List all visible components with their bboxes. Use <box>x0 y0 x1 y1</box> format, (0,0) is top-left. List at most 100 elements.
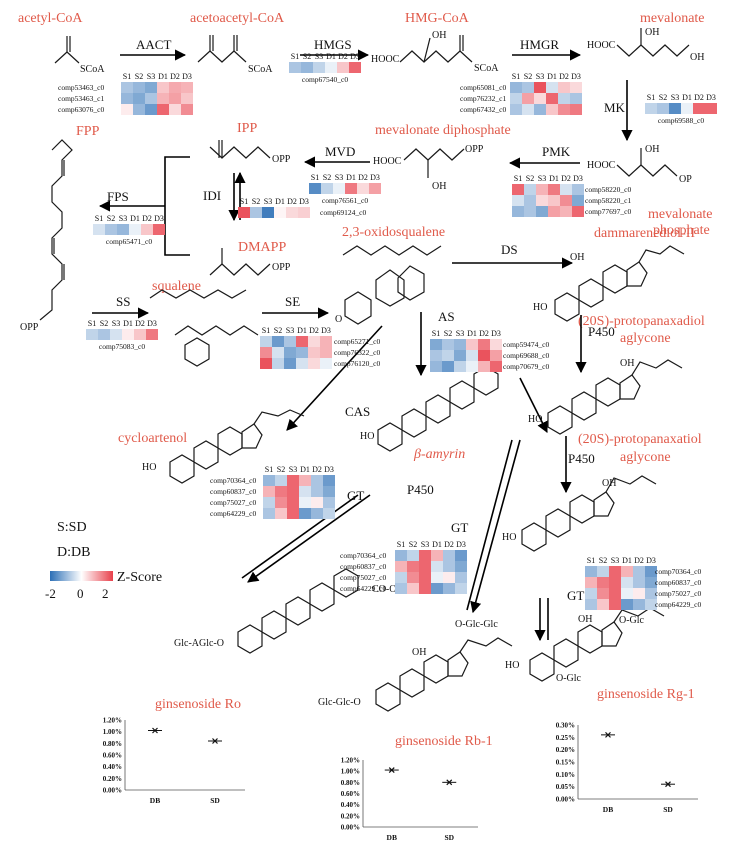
chart-y-tick: 1.20% <box>103 717 122 725</box>
heatmap-cell <box>284 347 296 358</box>
heatmap-sample-label: S3 <box>264 197 272 206</box>
heatmap-sample-label: D3 <box>182 72 192 81</box>
mol-ppt <box>521 475 657 552</box>
label-ppt-1: (20S)-protopanaxatiol <box>578 432 702 447</box>
heatmap-sample-label: D1 <box>130 214 140 223</box>
heatmap-sample-label: D1 <box>297 326 307 335</box>
heatmap-cell <box>430 361 442 372</box>
heatmap-sample-label: D2 <box>358 173 368 182</box>
mol-cycloartenol <box>169 409 305 484</box>
heatmap-sample-label: S1 <box>262 326 270 335</box>
mol-hmg-coa <box>399 50 473 63</box>
chart-y-tick: 0.80% <box>341 779 360 787</box>
heatmap-cell <box>609 588 621 599</box>
atom-ho-3: HO <box>502 532 516 543</box>
arrow-cas <box>286 325 383 431</box>
enzyme-p450-b: P450 <box>568 451 595 466</box>
mol-mevalonate <box>616 44 690 57</box>
heatmap-sample-label: D3 <box>646 556 656 565</box>
atom-oh-8: OH <box>602 478 616 489</box>
label-mevalonate-diphosphate: mevalonate diphosphate <box>375 123 511 138</box>
heatmap-sample-label: S1 <box>647 93 655 102</box>
heatmap-gene-label: comp67432_c0 <box>460 105 506 114</box>
heatmap-cell <box>548 195 560 206</box>
heatmap-sample-label: S2 <box>659 93 667 102</box>
heatmap-cell <box>272 336 284 347</box>
mol-acetoacetyl-coa <box>197 50 247 63</box>
arrow-gt-rb1 <box>470 439 521 614</box>
heatmap-cell <box>141 224 153 235</box>
heatmap-cell <box>512 195 524 206</box>
heatmap-sample-label: D3 <box>573 174 583 183</box>
heatmap-cell <box>260 336 272 347</box>
heatmap-sample-label: D2 <box>135 319 145 328</box>
mol-mevalonate-diphosphate <box>403 148 465 161</box>
heatmap-gene-label: comp65081_c0 <box>460 83 506 92</box>
label-acetyl-coa: acetyl-CoA <box>18 11 83 26</box>
label-mevalonate-phosphate-1: mevalonate <box>648 207 713 222</box>
heatmap-cell <box>105 224 117 235</box>
heatmap-cell <box>681 103 693 114</box>
heatmap-gene-label: comp75027_c0 <box>340 573 386 582</box>
heatmap-cell <box>645 577 657 588</box>
heatmap-sample-label: D2 <box>444 540 454 549</box>
heatmap-sample-label: S2 <box>526 174 534 183</box>
heatmap-cell <box>466 339 478 350</box>
label-ginsenoside-rb1: ginsenoside Rb-1 <box>395 734 493 749</box>
heatmap-cell <box>299 497 311 508</box>
heatmap-cell <box>536 184 548 195</box>
atom-opp-1: OPP <box>465 144 484 155</box>
heatmap-cell <box>181 82 193 93</box>
label-mevalonate-phosphate-2: phosphate <box>653 223 710 238</box>
heatmap-cell <box>157 82 169 93</box>
heatmap-gene-label: comp69588_c0 <box>658 116 704 125</box>
heatmap-cell <box>134 329 146 340</box>
heatmap-sample-label: D3 <box>350 52 360 61</box>
heatmap-sample-label: D1 <box>682 93 692 102</box>
label-ginsenoside-ro: ginsenoside Ro <box>155 697 241 712</box>
heatmap-gene-label: comp59474_c0 <box>503 340 549 349</box>
heatmap-sample-label: S1 <box>240 197 248 206</box>
heatmap-cell <box>442 350 454 361</box>
heatmap-sample-label: S1 <box>88 319 96 328</box>
atom-opp-3: OPP <box>272 262 291 273</box>
atom-labels: SCoA SCoA SCoA HOOC OH HOOC OH OH HOOC O… <box>20 27 704 708</box>
heatmap-cell <box>442 361 454 372</box>
heatmap-cell <box>357 183 369 194</box>
heatmap-cell <box>93 224 105 235</box>
mol-acetyl-coa <box>54 51 80 64</box>
heatmap-gene-label: comp77697_c0 <box>585 207 631 216</box>
heatmap-sample-label: S2 <box>524 72 532 81</box>
chart-y-tick: 0.80% <box>103 740 122 748</box>
label-acetoacetyl-coa: acetoacetyl-CoA <box>190 11 285 26</box>
label-dammarenediol: dammarenediol-II <box>594 226 695 241</box>
heatmap-gene-label: comp70679_c0 <box>503 362 549 371</box>
chart-y-tick: 0.05% <box>556 783 575 791</box>
atom-hooc-4: HOOC <box>373 156 402 167</box>
atom-glc-aglc-o: Glc-AGlc-O <box>174 638 224 649</box>
heatmap-cell <box>337 62 349 73</box>
chart-x-tick: DB <box>150 796 160 805</box>
heatmap-cell <box>129 224 141 235</box>
heatmap-gene-label: comp53463_c0 <box>58 83 104 92</box>
mol-beta-amyrin <box>377 366 499 452</box>
heatmap-cell <box>512 206 524 217</box>
heatmap-cell <box>442 339 454 350</box>
heatmap-sample-label: S1 <box>587 556 595 565</box>
heatmap-cell <box>560 195 572 206</box>
heatmap-sample-label: D3 <box>706 93 716 102</box>
heatmap-cell <box>431 572 443 583</box>
heatmap-cell <box>478 350 490 361</box>
mol-ginsenoside-ro <box>237 568 359 654</box>
enzyme-p450-a: P450 <box>588 324 615 339</box>
heatmap-gene-label: comp65271_c0 <box>334 337 380 346</box>
heatmap-cell <box>570 93 582 104</box>
heatmap-sample-label: S3 <box>671 93 679 102</box>
heatmap-cell <box>323 486 335 497</box>
label-ppd-2: aglycone <box>620 331 671 346</box>
heatmap-cell <box>301 62 313 73</box>
heatmap-cell <box>263 486 275 497</box>
